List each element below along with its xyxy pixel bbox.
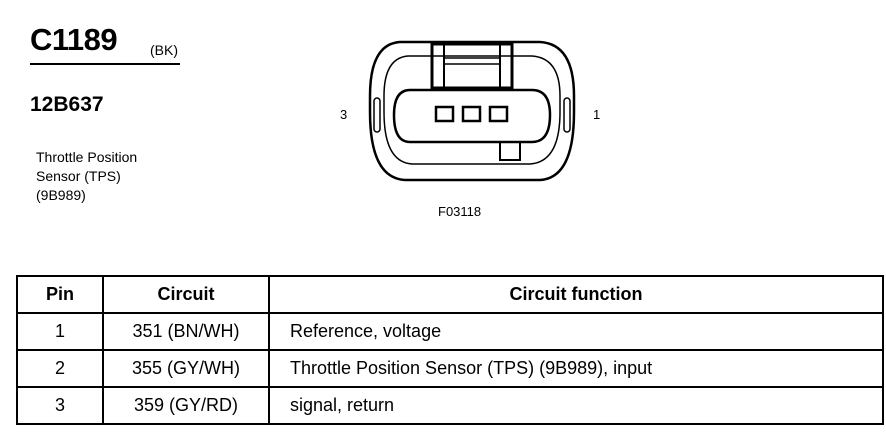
cell-pin: 2 (16, 349, 104, 388)
header-underline (30, 63, 180, 65)
terminal-2 (461, 105, 482, 123)
connector-color-code: (BK) (150, 42, 178, 58)
cell-circuit: 359 (GY/RD) (102, 386, 270, 425)
connector-face-diagram (368, 40, 576, 182)
cell-circuit-function: signal, return (268, 386, 884, 425)
table-row: 3 359 (GY/RD) signal, return (16, 386, 884, 425)
cell-circuit-function: Throttle Position Sensor (TPS) (9B989), … (268, 349, 884, 388)
connector-id: C1189 (30, 22, 118, 57)
pin-table: Pin Circuit Circuit function 1 351 (BN/W… (16, 275, 884, 425)
header-circuit: Circuit (102, 275, 270, 314)
description-line: (9B989) (36, 187, 86, 203)
terminal-3 (434, 105, 455, 123)
cell-circuit-function: Reference, voltage (268, 312, 884, 351)
table-header-row: Pin Circuit Circuit function (16, 275, 884, 314)
table-row: 2 355 (GY/WH) Throttle Position Sensor (… (16, 349, 884, 388)
terminal-cavity-outline (392, 88, 552, 144)
key-notch (499, 142, 521, 161)
cell-circuit: 351 (BN/WH) (102, 312, 270, 351)
pin-label-left: 3 (340, 107, 348, 122)
left-rail (373, 97, 381, 133)
right-rail (563, 97, 571, 133)
header-circuit-function: Circuit function (268, 275, 884, 314)
cell-pin: 3 (16, 386, 104, 425)
connector-outer-housing (368, 40, 576, 182)
description-line: Throttle Position (36, 149, 138, 165)
component-description: Throttle Position Sensor (TPS) (9B989) (36, 148, 137, 205)
figure-id: F03118 (438, 204, 482, 219)
header-pin: Pin (16, 275, 104, 314)
terminal-1 (488, 105, 509, 123)
connector-inner-outline (383, 55, 561, 165)
description-line: Sensor (TPS) (36, 168, 121, 184)
cell-pin: 1 (16, 312, 104, 351)
locking-tab (430, 42, 514, 90)
pin-label-right: 1 (593, 107, 601, 122)
table-row: 1 351 (BN/WH) Reference, voltage (16, 312, 884, 351)
cell-circuit: 355 (GY/WH) (102, 349, 270, 388)
part-number: 12B637 (30, 93, 104, 116)
